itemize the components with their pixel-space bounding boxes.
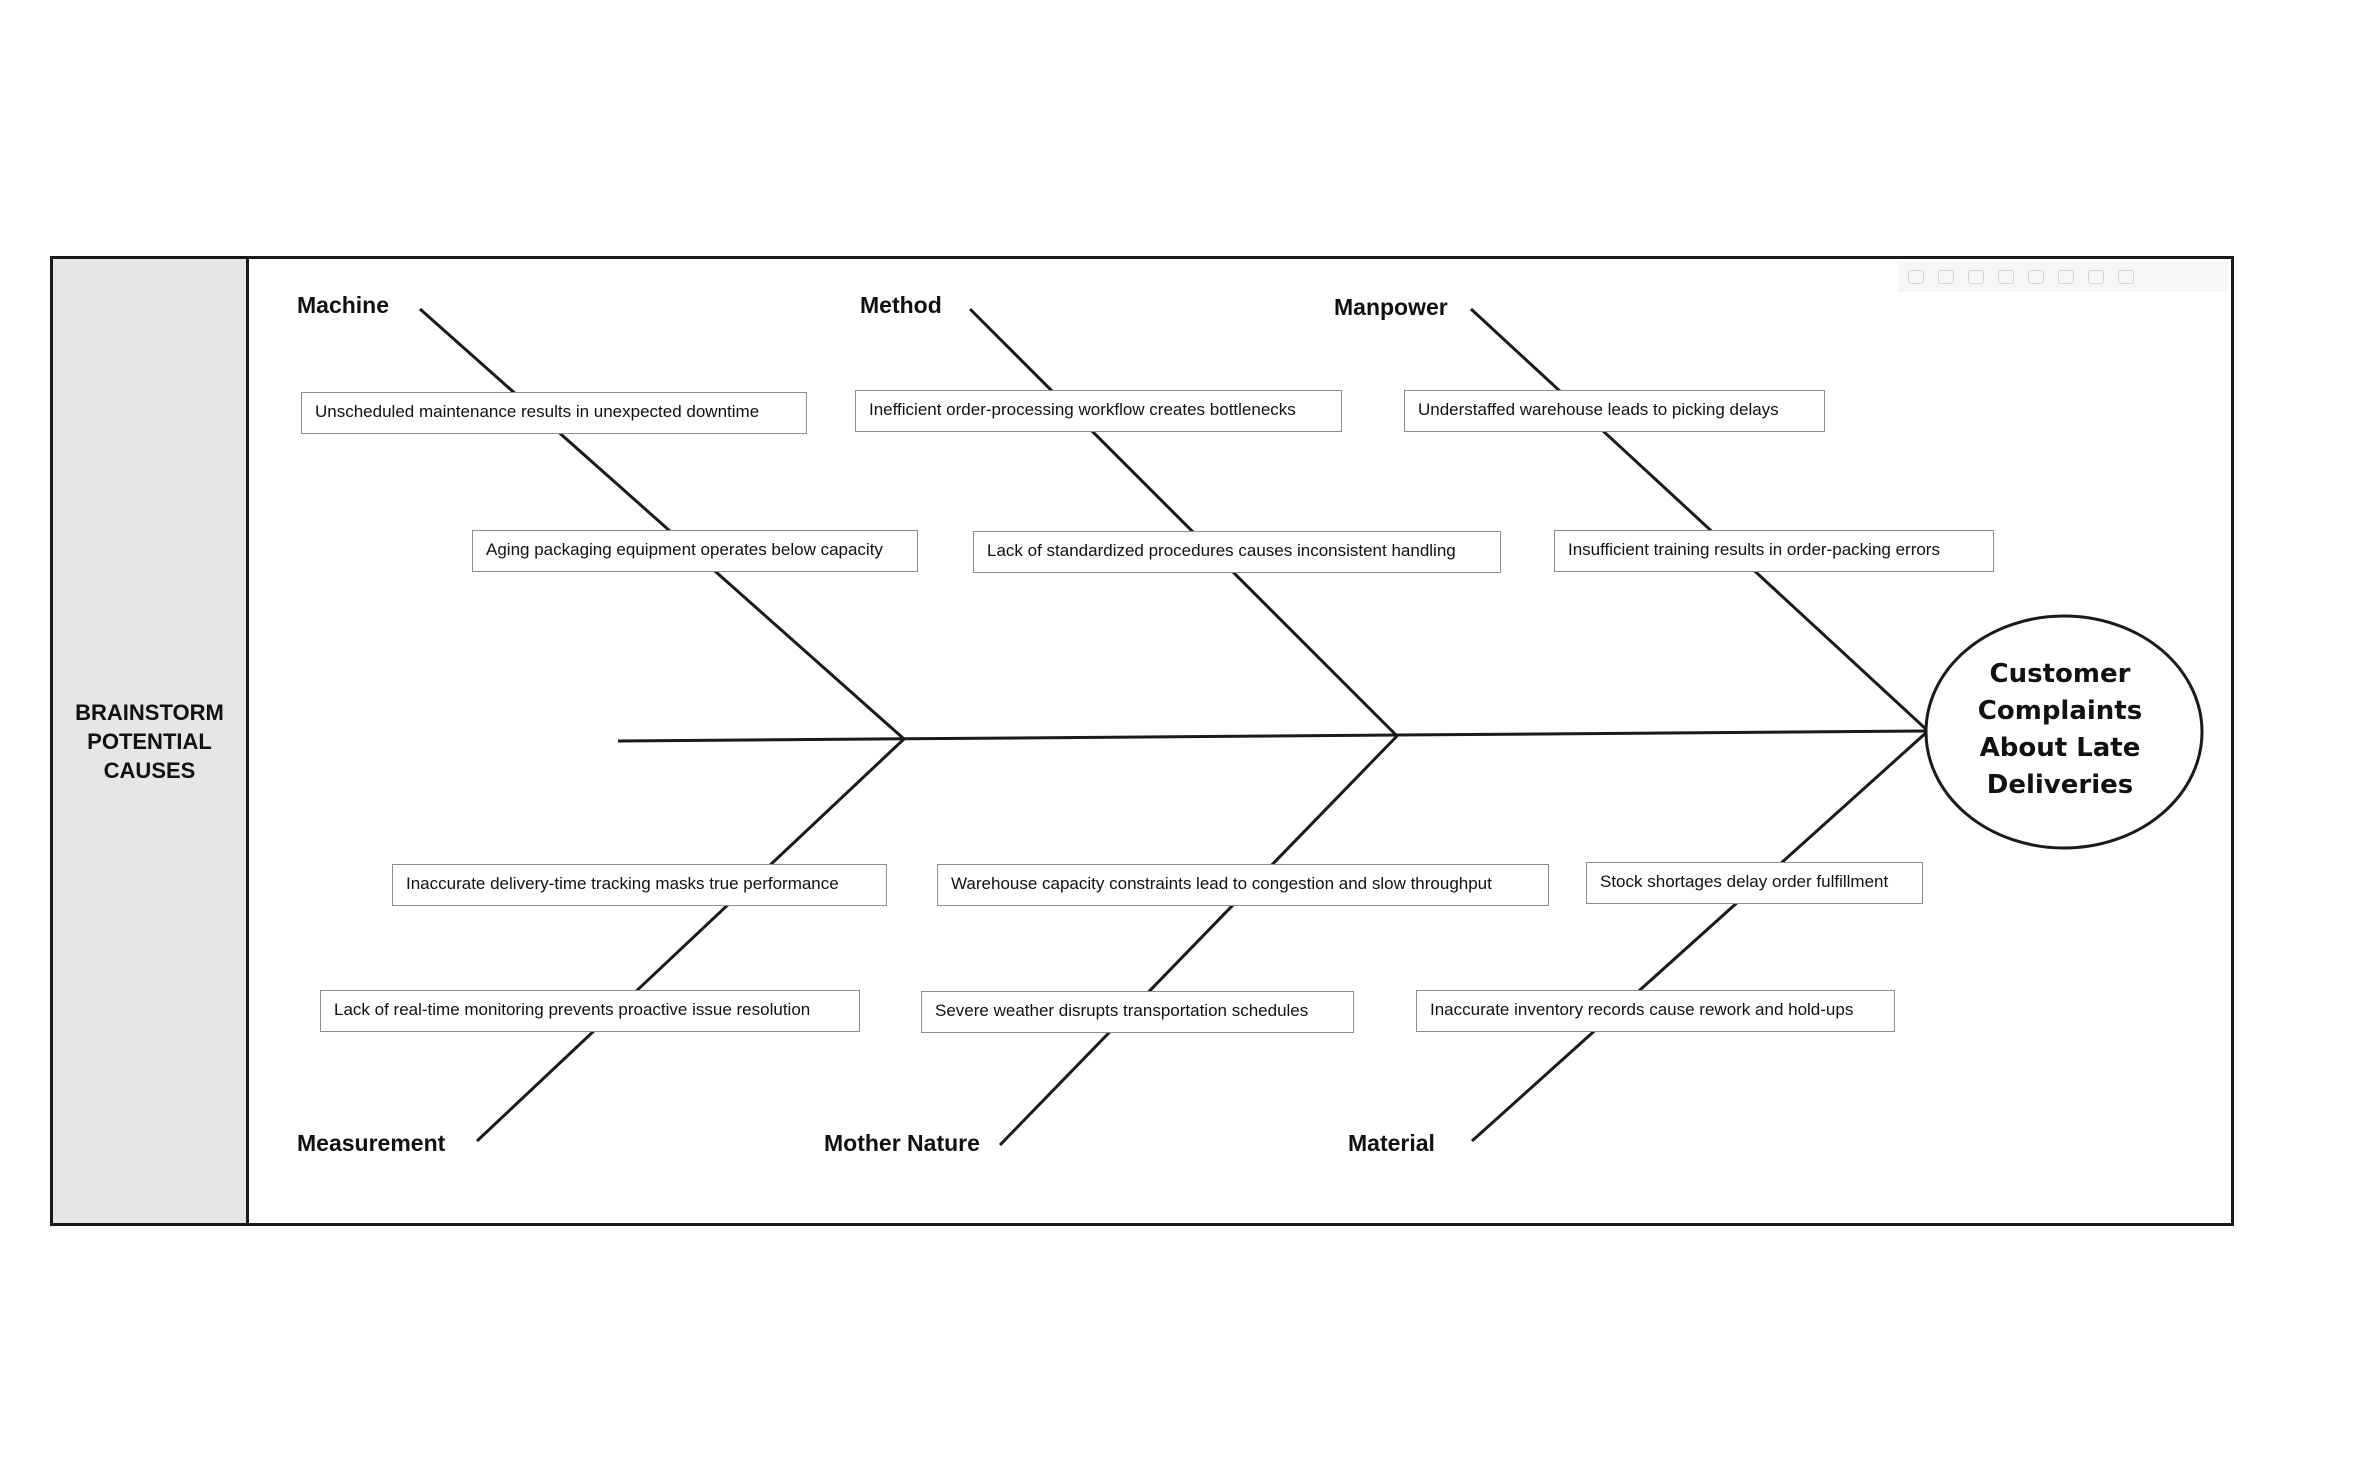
effect-label: Customer Complaints About Late Deliverie… xyxy=(1928,656,2192,804)
side-panel: BRAINSTORM POTENTIAL CAUSES xyxy=(53,259,249,1223)
effect-line: About Late xyxy=(1979,733,2141,763)
toolbar-more-icon[interactable] xyxy=(2118,270,2134,284)
effect-line: Customer xyxy=(1989,659,2131,689)
toolbar-zoom-out-icon[interactable] xyxy=(2058,270,2074,284)
cause-box-material-1: Stock shortages delay order fulfillment xyxy=(1586,862,1923,904)
cause-box-material-2: Inaccurate inventory records cause rewor… xyxy=(1416,990,1895,1032)
toolbar-pen-icon[interactable] xyxy=(1908,270,1924,284)
toolbar-zoom-in-icon[interactable] xyxy=(2028,270,2044,284)
effect-line: Complaints xyxy=(1977,696,2143,726)
cause-box-measurement-1: Inaccurate delivery-time tracking masks … xyxy=(392,864,887,906)
cause-box-mother-nature-1: Warehouse capacity constraints lead to c… xyxy=(937,864,1549,906)
toolbar-crop-icon[interactable] xyxy=(1998,270,2014,284)
toolbar-settings-icon[interactable] xyxy=(2088,270,2104,284)
effect-line: Deliveries xyxy=(1986,770,2134,800)
cause-box-mother-nature-2: Severe weather disrupts transportation s… xyxy=(921,991,1354,1033)
cause-box-machine-1: Unscheduled maintenance results in unexp… xyxy=(301,392,807,434)
bone-measurement xyxy=(475,737,906,1143)
toolbar-copy-icon[interactable] xyxy=(1968,270,1984,284)
category-measurement: Measurement xyxy=(297,1130,446,1156)
category-mother-nature: Mother Nature xyxy=(824,1130,980,1156)
effect-ellipse xyxy=(1924,614,2204,850)
cause-box-machine-2: Aging packaging equipment operates below… xyxy=(472,530,918,572)
category-manpower: Manpower xyxy=(1334,294,1448,320)
cause-box-method-2: Lack of standardized procedures causes i… xyxy=(973,531,1501,573)
cause-box-method-1: Inefficient order-processing workflow cr… xyxy=(855,390,1342,432)
toolbar-chat-icon[interactable] xyxy=(1938,270,1954,284)
cause-box-manpower-2: Insufficient training results in order-p… xyxy=(1554,530,1994,572)
cause-box-manpower-1: Understaffed warehouse leads to picking … xyxy=(1404,390,1825,432)
bone-machine xyxy=(419,307,905,741)
category-machine: Machine xyxy=(297,292,390,318)
side-panel-label: BRAINSTORM POTENTIAL CAUSES xyxy=(75,699,224,783)
bone-mother-nature xyxy=(998,734,1399,1147)
category-material: Material xyxy=(1348,1130,1435,1156)
spine-line xyxy=(617,729,1929,743)
floating-toolbar[interactable] xyxy=(1898,262,2228,292)
bone-manpower xyxy=(1469,307,1930,733)
category-method: Method xyxy=(860,292,942,318)
bone-material xyxy=(1470,729,1930,1143)
cause-box-measurement-2: Lack of real-time monitoring prevents pr… xyxy=(320,990,860,1032)
bone-method xyxy=(968,307,1399,738)
